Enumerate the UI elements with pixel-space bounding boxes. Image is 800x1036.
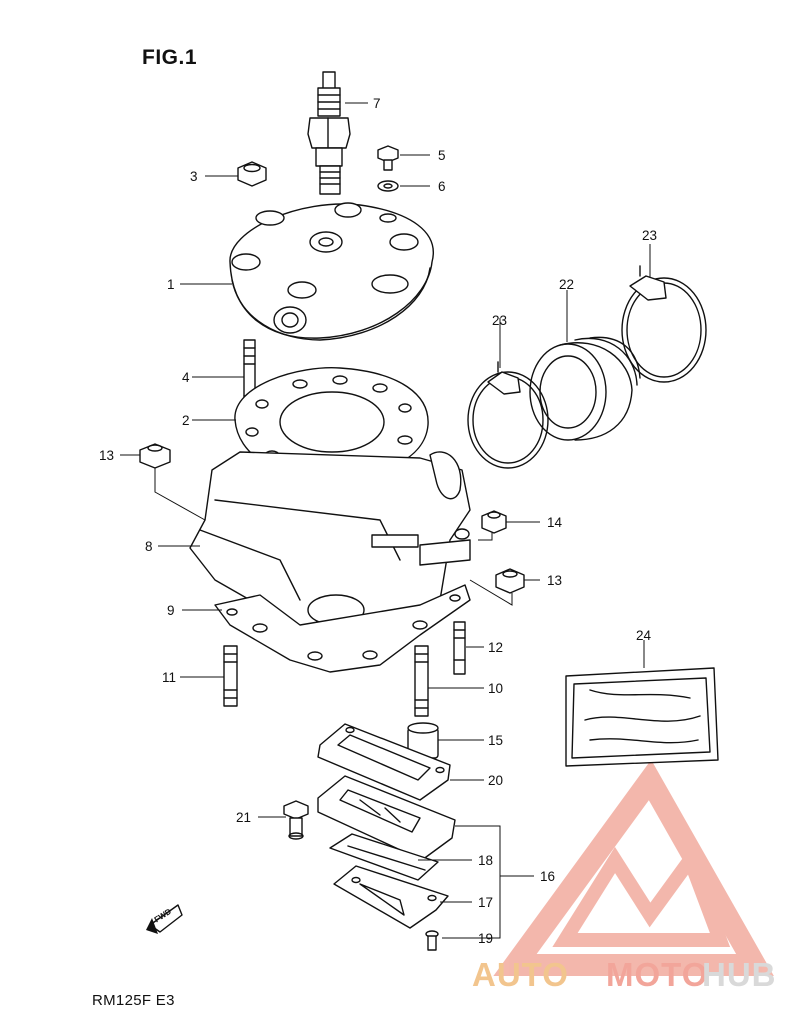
callout-9: 9	[167, 603, 175, 618]
callout-19: 19	[478, 931, 494, 946]
callout-17: 17	[478, 895, 494, 910]
cylinder-head	[229, 202, 434, 341]
callout-15: 15	[488, 733, 504, 748]
callout-11: 11	[162, 670, 177, 685]
callout-20: 20	[488, 773, 504, 788]
callout-23-right: 23	[642, 228, 658, 243]
flange-nut-14	[481, 510, 507, 534]
figure-title: FIG.1	[142, 46, 198, 69]
reed-petal	[329, 833, 439, 881]
callout-23-left: 23	[492, 313, 508, 328]
callout-4: 4	[182, 370, 190, 385]
watermark-text-moto: MOTO	[606, 956, 709, 993]
callout-18: 18	[478, 853, 494, 868]
bolt-small	[377, 145, 399, 171]
callout-6: 6	[438, 179, 446, 194]
intake-boot	[529, 336, 641, 441]
callout-12: 12	[488, 640, 504, 655]
callout-13-left: 13	[99, 448, 115, 463]
callout-7: 7	[373, 96, 381, 111]
screw-21	[283, 800, 309, 840]
hose-clamp-left	[467, 361, 549, 469]
reed-valve-gasket	[317, 723, 451, 801]
reed-stopper	[333, 865, 449, 929]
leader-lines	[120, 102, 651, 939]
callout-10: 10	[488, 681, 504, 696]
watermark-text-hub: HUB	[702, 956, 777, 993]
callout-22: 22	[559, 277, 575, 292]
watermark-logo-icon	[493, 759, 774, 976]
callout-21: 21	[236, 810, 252, 825]
fwd-arrow-icon	[146, 904, 183, 934]
callout-13-right: 13	[547, 573, 563, 588]
stud-bolt-11	[223, 645, 238, 707]
flange-nut-left	[139, 443, 171, 469]
watermark-text-auto: AUTO	[472, 956, 569, 993]
stud-bolt-12	[453, 621, 466, 675]
hose-clamp-right	[621, 265, 707, 383]
callout-16: 16	[540, 869, 556, 884]
reed-valve-body	[317, 775, 456, 861]
screw-19	[425, 930, 439, 951]
callout-5: 5	[438, 148, 446, 163]
cap-nut	[237, 161, 267, 187]
callout-2: 2	[182, 413, 190, 428]
gasket-set-bag	[565, 667, 719, 767]
dowel-pin	[407, 722, 439, 759]
callout-14: 14	[547, 515, 563, 530]
flange-nut-right	[495, 568, 525, 594]
callout-8: 8	[145, 539, 153, 554]
model-code: RM125F E3	[92, 992, 175, 1009]
base-gasket	[214, 584, 471, 673]
callout-1: 1	[167, 277, 175, 292]
callout-24: 24	[636, 628, 652, 643]
washer-small	[377, 180, 399, 192]
stud-bolt-10	[414, 645, 429, 717]
callout-3: 3	[190, 169, 198, 184]
spark-plug	[307, 71, 351, 195]
